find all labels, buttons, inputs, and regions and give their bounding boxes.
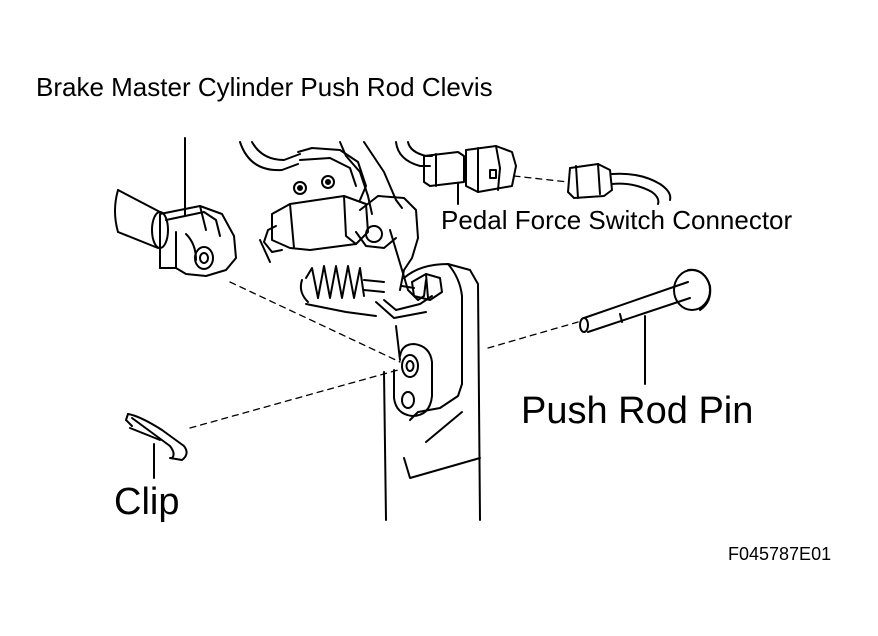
connector-alignment-line: [513, 175, 569, 183]
figure-code: F045787E01: [728, 544, 832, 564]
clevis-label: Brake Master Cylinder Push Rod Clevis: [36, 72, 493, 102]
return-spring: [299, 265, 385, 317]
switch-connector: [423, 145, 517, 193]
clip-alignment-line: [189, 369, 399, 429]
pedal-pin-hole: [393, 343, 433, 417]
pedal-bracket: [293, 141, 403, 215]
harness-connector: [567, 163, 672, 205]
clip-part: [125, 413, 188, 461]
pin-alignment-line: [487, 321, 579, 349]
pedal-force-switch: [259, 195, 369, 263]
clip-label: Clip: [114, 481, 180, 523]
connector-label: Pedal Force Switch Connector: [441, 205, 793, 235]
brake-pedal-arm: [383, 263, 481, 521]
push-rod-clevis: [159, 205, 237, 277]
push-rod-pin-label: Push Rod Pin: [521, 390, 754, 432]
wire-harness: [239, 141, 433, 172]
clevis-alignment-line: [229, 281, 401, 363]
pedal-lever: [355, 195, 433, 319]
stop-bolt: [401, 273, 443, 301]
push-rod-pin: [579, 268, 712, 333]
